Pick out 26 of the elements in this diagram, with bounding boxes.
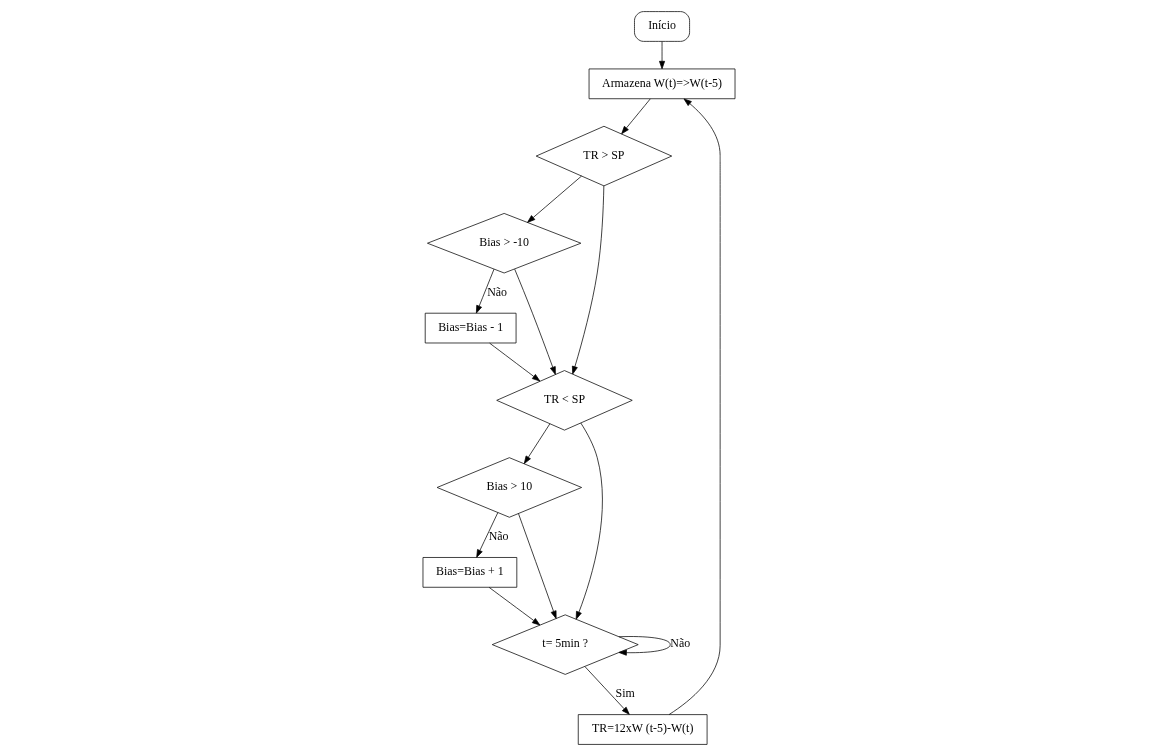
arrow <box>476 268 495 314</box>
arrow <box>489 342 541 382</box>
edge-label: Sim <box>615 686 635 701</box>
node-box: Bias=Bias + 1 <box>422 557 518 588</box>
node-box: Início <box>634 11 690 42</box>
arrow <box>488 587 541 626</box>
arrow <box>518 513 557 619</box>
arrow <box>618 636 671 656</box>
edge-label: Não <box>487 284 507 299</box>
arrow <box>584 666 630 715</box>
arrow <box>523 423 551 464</box>
arrow <box>668 98 721 715</box>
node-box: Bias=Bias - 1 <box>424 312 517 344</box>
edge-label: Não <box>670 636 691 651</box>
arrow <box>659 41 665 70</box>
arrow <box>575 422 603 620</box>
arrow <box>514 268 556 375</box>
arrow <box>476 512 499 558</box>
arrow <box>572 185 605 375</box>
node-diamond: TR < SP <box>496 370 633 431</box>
node-box: Armazena W(t)=>W(t-5) <box>588 68 736 100</box>
node-diamond: t= 5min ? <box>491 614 639 675</box>
node-box: TR=12xW (t-5)-W(t) <box>577 714 708 745</box>
edge-label: Não <box>488 529 509 544</box>
arrow <box>527 175 582 223</box>
arrow <box>621 98 651 135</box>
